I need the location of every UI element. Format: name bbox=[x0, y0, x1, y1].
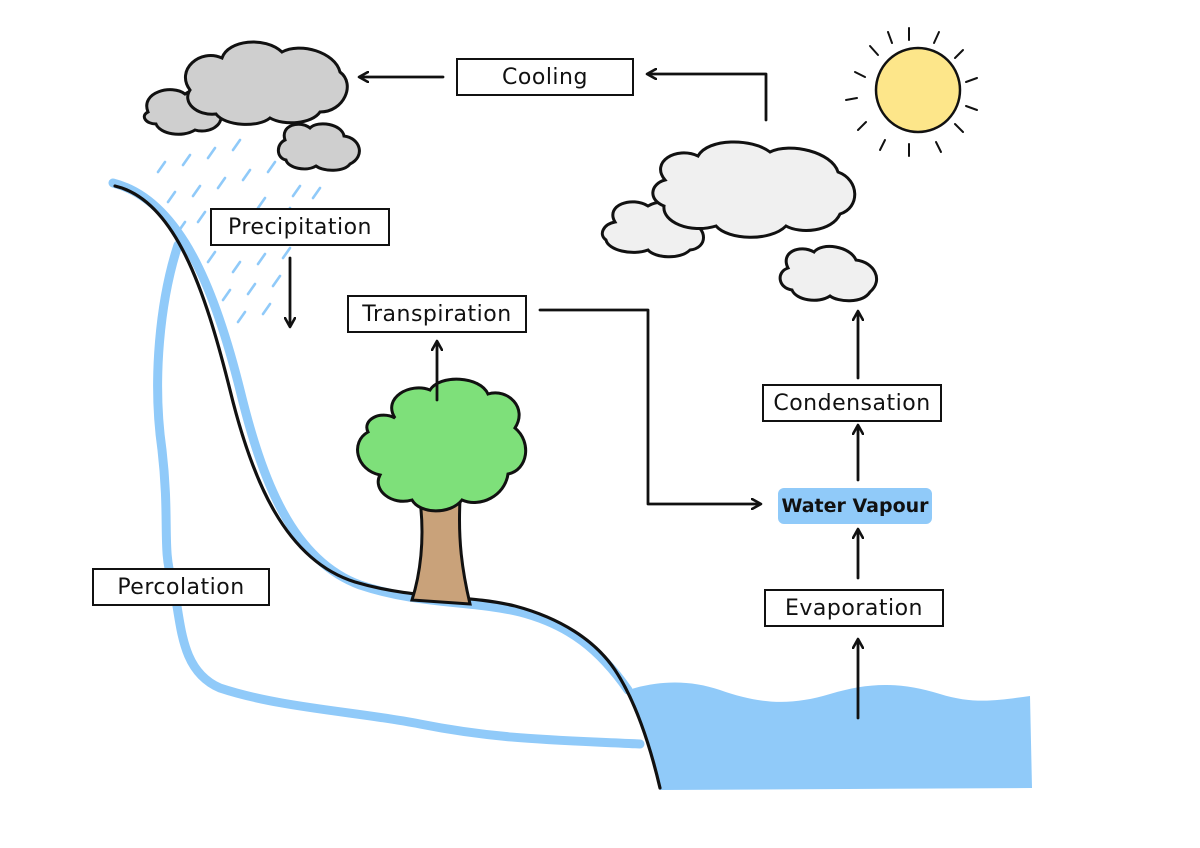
tree-crown bbox=[356, 377, 528, 513]
ground-line bbox=[113, 184, 662, 790]
white-cloud-small-right bbox=[778, 244, 878, 303]
percolation-stream bbox=[153, 240, 645, 749]
runoff-stream bbox=[108, 178, 633, 695]
white-cloud-large bbox=[651, 140, 857, 239]
transpiration-label: Transpiration bbox=[347, 295, 527, 333]
percolation-label: Percolation bbox=[92, 568, 270, 606]
arrows bbox=[290, 74, 858, 720]
sun-disc bbox=[874, 46, 962, 134]
water-vapour-label: Water Vapour bbox=[778, 488, 932, 524]
arrow-transpiration-to-water-vapour bbox=[538, 308, 760, 504]
evaporation-label: Evaporation bbox=[764, 589, 944, 627]
tree bbox=[356, 377, 528, 606]
lake bbox=[628, 682, 1032, 790]
white-clouds bbox=[600, 140, 878, 303]
condensation-label: Condensation bbox=[762, 384, 942, 422]
rain-cloud-large bbox=[183, 40, 349, 126]
rain-clouds bbox=[142, 40, 361, 172]
cooling-label: Cooling bbox=[456, 58, 634, 96]
sun bbox=[845, 27, 978, 157]
rain-cloud-small-right bbox=[276, 122, 361, 172]
precipitation-label: Precipitation bbox=[210, 208, 390, 246]
tree-trunk bbox=[409, 498, 472, 606]
arrow-white-cloud-to-cooling bbox=[648, 74, 768, 122]
